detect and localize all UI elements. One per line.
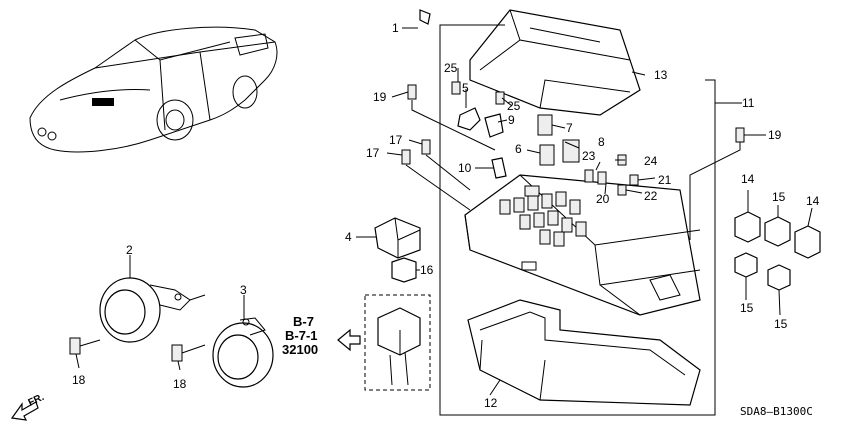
relay-detail-box (364, 294, 431, 391)
part-label-17a: 17 (389, 133, 403, 147)
part-label-15b: 15 (740, 301, 754, 315)
part-number-labels: 1 2 3 4 5 6 7 8 9 10 11 12 13 14 14 15 1… (72, 21, 820, 410)
part-label-6: 6 (515, 142, 522, 156)
car-illustration (29, 26, 278, 153)
front-direction-label: FR. (27, 392, 46, 409)
fuse-box-assembly-bracket (439, 24, 716, 416)
part-label-16: 16 (420, 263, 434, 277)
leader-lines (75, 27, 813, 396)
part-label-18a: 18 (72, 373, 86, 387)
reference-line-2: B-7-1 (285, 328, 318, 343)
part-label-14b: 14 (806, 194, 820, 208)
part-label-21: 21 (658, 173, 672, 187)
part-label-11: 11 (742, 96, 755, 110)
reference-arrow-icon (337, 328, 361, 352)
reference-block: B-7 B-7-1 32100 (282, 314, 318, 357)
part-label-5: 5 (462, 81, 469, 95)
diagram-code: SDA8–B1300C (740, 405, 813, 418)
part-label-4: 4 (345, 230, 352, 244)
relays (374, 211, 821, 291)
part-label-23: 23 (582, 149, 596, 163)
part-label-22: 22 (644, 189, 658, 203)
part-label-18b: 18 (173, 377, 187, 391)
part-label-19a: 19 (373, 90, 387, 104)
part-label-13: 13 (654, 68, 668, 82)
part-label-10: 10 (458, 161, 472, 175)
fuse-box-cover (469, 9, 641, 116)
reference-line-1: B-7 (293, 314, 314, 329)
horn-bolts (69, 337, 206, 362)
horn-low (99, 277, 191, 343)
part-label-3: 3 (240, 283, 247, 297)
part-label-1: 1 (392, 21, 399, 35)
part-label-15a: 15 (772, 190, 786, 204)
part-label-25a: 25 (444, 61, 458, 75)
fuse-box-lower-case (467, 299, 701, 406)
part-label-7: 7 (566, 121, 573, 135)
part-label-15c: 15 (774, 317, 788, 331)
part-label-12: 12 (484, 396, 498, 410)
part-label-8: 8 (598, 135, 605, 149)
part-label-2: 2 (126, 243, 133, 257)
part-label-17b: 17 (366, 146, 380, 160)
horn-high (212, 317, 274, 388)
reference-line-3: 32100 (282, 342, 318, 357)
part-label-19b: 19 (768, 128, 782, 142)
part-label-14a: 14 (741, 172, 755, 186)
part-label-9: 9 (508, 113, 515, 127)
part-label-20: 20 (596, 192, 610, 206)
under-hood-fuse-box (464, 174, 701, 316)
front-direction-arrow-icon (10, 401, 39, 421)
part-label-24: 24 (644, 154, 658, 168)
part-label-25b: 25 (507, 99, 521, 113)
